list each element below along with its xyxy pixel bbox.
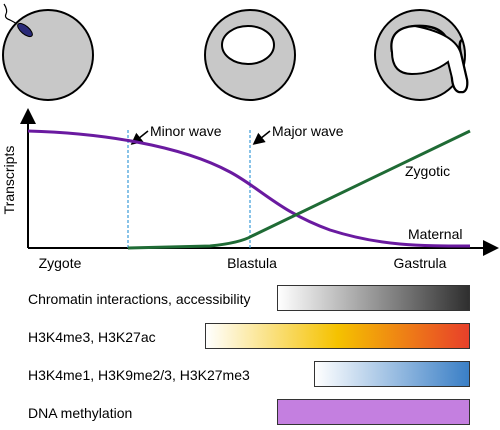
bar-row-dna-methylation: DNA methylation <box>0 399 500 429</box>
x-tick-blastula: Blastula <box>227 255 277 271</box>
bar-label-h3k4me1: H3K4me1, H3K9me2/3, H3K27me3 <box>28 367 250 383</box>
bar-row-chromatin: Chromatin interactions, accessibility <box>0 285 500 315</box>
x-tick-zygote: Zygote <box>39 255 82 271</box>
blastula-illustration <box>204 9 296 101</box>
bar-label-chromatin: Chromatin interactions, accessibility <box>28 291 251 307</box>
zygote-illustration <box>2 3 94 101</box>
major-wave-label: Major wave <box>272 123 344 139</box>
sperm-icon <box>3 3 33 38</box>
bar-label-h3k4me3: H3K4me3, H3K27ac <box>28 329 156 345</box>
bar-label-dna-methylation: DNA methylation <box>28 405 133 421</box>
gastrula-illustration <box>374 9 469 101</box>
bar-row-h3k4me3: H3K4me3, H3K27ac <box>0 323 500 353</box>
maternal-label: Maternal <box>408 226 462 242</box>
zygotic-curve <box>127 129 471 250</box>
y-axis-label: Transcripts <box>1 146 17 215</box>
bar-row-h3k4me1: H3K4me1, H3K9me2/3, H3K27me3 <box>0 361 500 391</box>
minor-wave-label: Minor wave <box>150 123 222 139</box>
h3k4me3-gradient-bar <box>205 323 470 349</box>
development-diagram: Transcripts Zygote Blastula Gastrula Min… <box>1 3 499 271</box>
x-tick-gastrula: Gastrula <box>394 255 447 271</box>
major-wave-arrow <box>252 130 271 145</box>
maternal-curve <box>27 129 471 248</box>
dna-methylation-bar <box>277 399 470 425</box>
h3k4me1-gradient-bar <box>314 361 470 387</box>
zygotic-label: Zygotic <box>405 163 450 179</box>
chromatin-gradient-bar <box>277 285 470 311</box>
